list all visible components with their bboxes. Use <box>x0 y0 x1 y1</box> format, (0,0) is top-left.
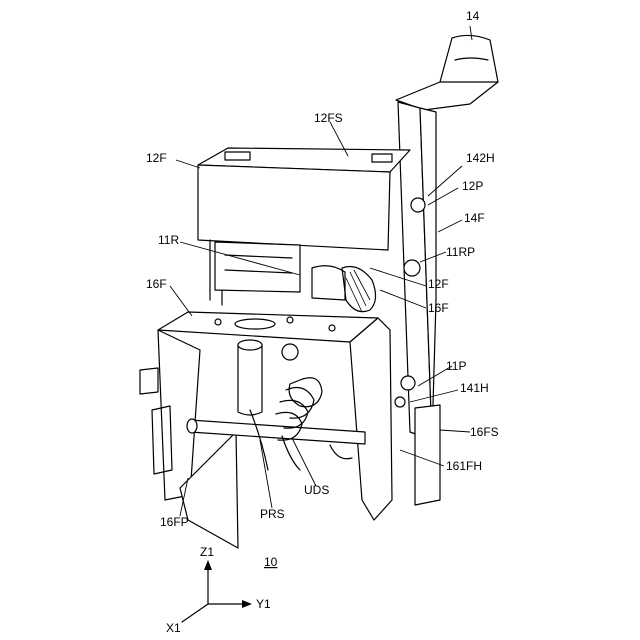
z-arrow-icon <box>204 560 212 570</box>
label-16F-right: 16F <box>428 301 449 315</box>
internal-parts <box>187 340 365 470</box>
axis-label-z: Z1 <box>200 545 214 559</box>
label-12FS: 12FS <box>314 111 343 125</box>
label-12P: 12P <box>462 179 483 193</box>
label-UDS: UDS <box>304 483 329 497</box>
label-16FS: 16FS <box>470 425 499 439</box>
label-11R: 11R <box>158 233 179 247</box>
label-16FP: 16FP <box>160 515 189 529</box>
label-16F-left: 16F <box>146 277 167 291</box>
label-161FH: 161FH <box>446 459 482 473</box>
label-12F-top: 12F <box>146 151 167 165</box>
label-14: 14 <box>466 9 480 23</box>
label-142H: 142H <box>466 151 495 165</box>
label-11P: 11P <box>446 359 466 373</box>
housing-12F <box>198 148 410 312</box>
label-14F: 14F <box>464 211 485 225</box>
figure-number: 10 <box>264 555 278 569</box>
axis-label-x: X1 <box>166 621 181 635</box>
label-11RP: 11RP <box>446 245 475 259</box>
y-arrow-icon <box>242 600 252 608</box>
axis-label-y: Y1 <box>256 597 271 611</box>
axes-indicator <box>182 560 252 622</box>
label-12F-right: 12F <box>428 277 449 291</box>
label-PRS: PRS <box>260 507 285 521</box>
label-141H: 141H <box>460 381 489 395</box>
